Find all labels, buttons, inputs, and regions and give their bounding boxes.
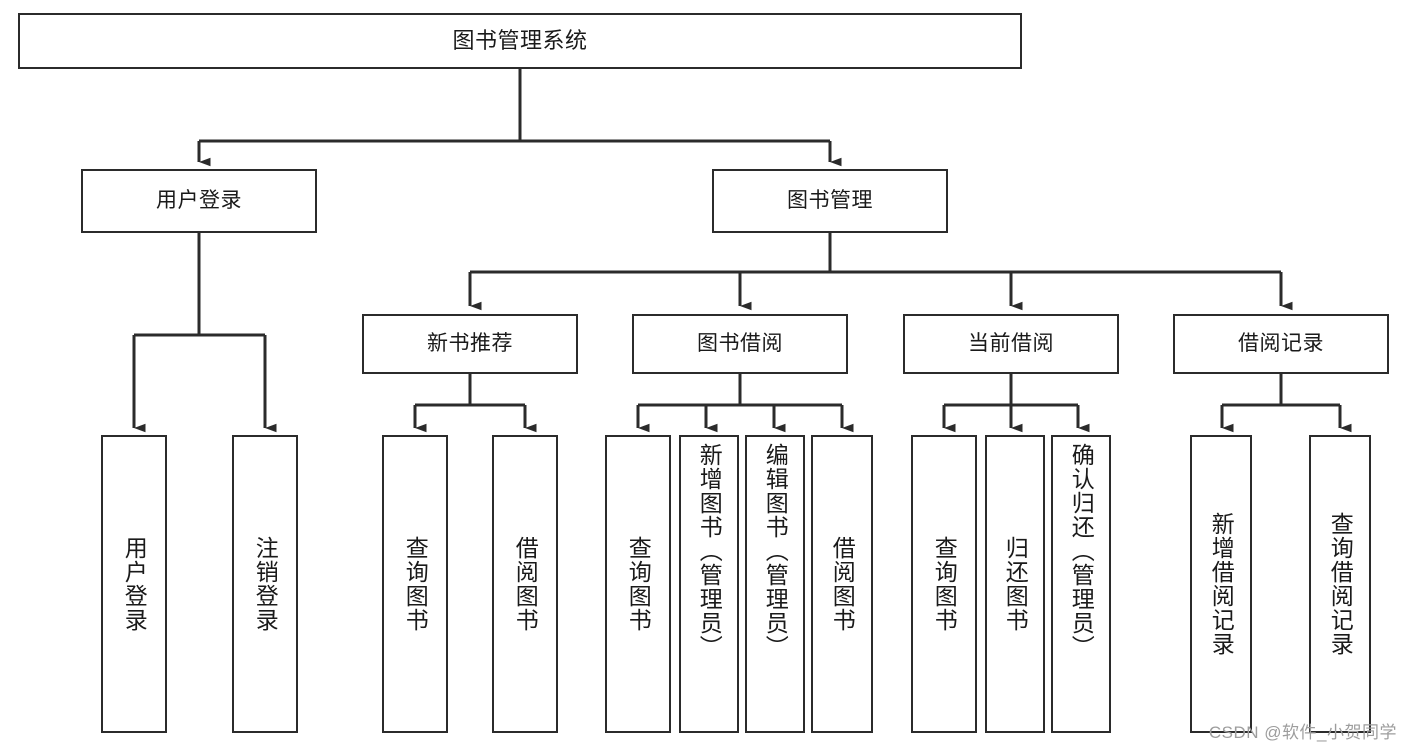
node-label: 查询图书 bbox=[931, 536, 958, 632]
node-leaf-return-book[interactable]: 归还图书 bbox=[985, 435, 1045, 733]
node-leaf-edit-book-admin[interactable]: 编辑图书（管理员） bbox=[745, 435, 805, 733]
node-user-login[interactable]: 用户登录 bbox=[81, 169, 317, 233]
node-leaf-query-borrow-record[interactable]: 查询借阅记录 bbox=[1309, 435, 1371, 733]
node-leaf-confirm-return-admin[interactable]: 确认归还（管理员） bbox=[1051, 435, 1111, 733]
node-label: 图书管理系统 bbox=[452, 27, 588, 53]
node-label: 编辑图书（管理员） bbox=[762, 443, 789, 659]
node-label: 借阅记录 bbox=[1238, 332, 1324, 356]
node-root-book-management-system[interactable]: 图书管理系统 bbox=[18, 13, 1022, 69]
node-new-book-recommend[interactable]: 新书推荐 bbox=[362, 314, 578, 374]
node-leaf-add-borrow-record[interactable]: 新增借阅记录 bbox=[1190, 435, 1252, 733]
node-label: 查询借阅记录 bbox=[1327, 512, 1354, 656]
node-current-borrow[interactable]: 当前借阅 bbox=[903, 314, 1119, 374]
node-book-borrow[interactable]: 图书借阅 bbox=[632, 314, 848, 374]
node-label: 新增图书（管理员） bbox=[696, 443, 723, 659]
node-label: 确认归还（管理员） bbox=[1068, 443, 1095, 659]
node-leaf-add-book-admin[interactable]: 新增图书（管理员） bbox=[679, 435, 739, 733]
node-label: 新增借阅记录 bbox=[1208, 512, 1235, 656]
node-label: 查询图书 bbox=[402, 536, 429, 632]
node-label: 借阅图书 bbox=[512, 536, 539, 632]
node-label: 用户登录 bbox=[156, 189, 242, 213]
node-label: 用户登录 bbox=[121, 536, 148, 632]
node-leaf-query-book-borrow[interactable]: 查询图书 bbox=[605, 435, 671, 733]
node-label: 当前借阅 bbox=[968, 332, 1054, 356]
node-borrow-record[interactable]: 借阅记录 bbox=[1173, 314, 1389, 374]
node-leaf-borrow-book[interactable]: 借阅图书 bbox=[811, 435, 873, 733]
node-leaf-query-book-current[interactable]: 查询图书 bbox=[911, 435, 977, 733]
node-leaf-query-book-recommend[interactable]: 查询图书 bbox=[382, 435, 448, 733]
node-book-management[interactable]: 图书管理 bbox=[712, 169, 948, 233]
node-label: 图书借阅 bbox=[697, 332, 783, 356]
node-leaf-logout[interactable]: 注销登录 bbox=[232, 435, 298, 733]
node-label: 新书推荐 bbox=[427, 332, 513, 356]
node-label: 图书管理 bbox=[787, 189, 873, 213]
node-label: 注销登录 bbox=[252, 536, 279, 632]
node-leaf-user-login[interactable]: 用户登录 bbox=[101, 435, 167, 733]
node-leaf-borrow-book-recommend[interactable]: 借阅图书 bbox=[492, 435, 558, 733]
node-label: 借阅图书 bbox=[829, 536, 856, 632]
node-label: 查询图书 bbox=[625, 536, 652, 632]
node-label: 归还图书 bbox=[1002, 536, 1029, 632]
